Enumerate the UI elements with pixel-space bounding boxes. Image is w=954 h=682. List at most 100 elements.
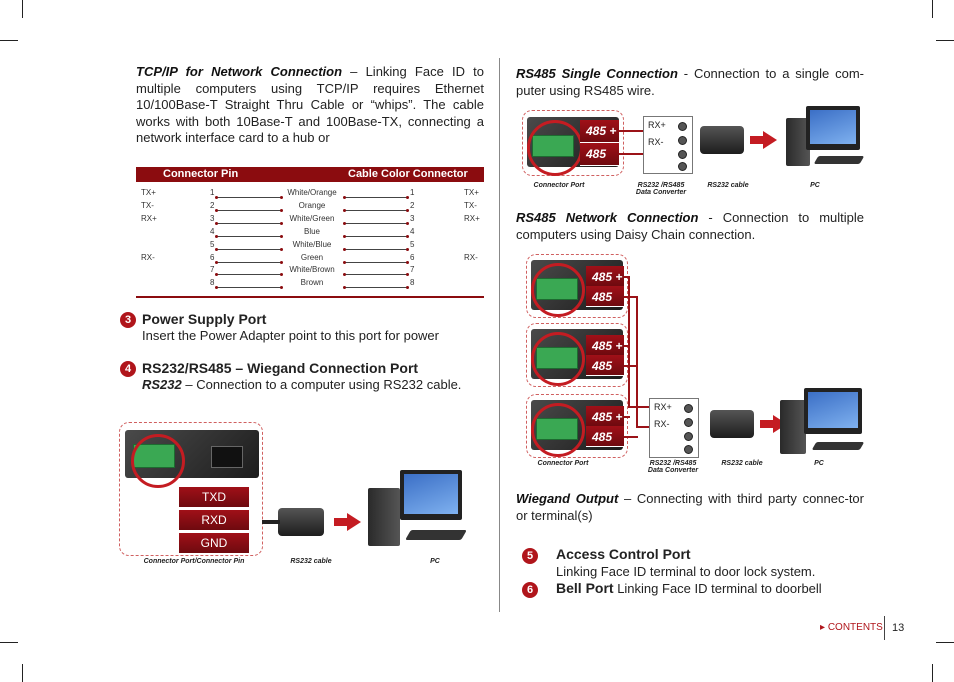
label-485-plus: 485 + — [586, 406, 624, 427]
left-signal: TX+ — [141, 188, 156, 197]
right-pin-number: 4 — [410, 226, 415, 236]
daisy-chain-wire — [636, 296, 638, 426]
wire-line — [215, 208, 283, 212]
converter-rx-minus: RX- — [648, 137, 664, 147]
access-control-text: Linking Face ID terminal to door lock sy… — [556, 564, 816, 579]
left-pin-number: 8 — [210, 278, 215, 288]
bell-port-line: Bell Port Linking Face ID terminal to do… — [556, 580, 822, 596]
right-pin-number: 6 — [410, 252, 415, 262]
rs485-wire — [619, 153, 643, 155]
access-control-title: Access Control Port — [556, 546, 691, 562]
right-signal: TX+ — [464, 188, 479, 197]
caption-converter: RS232 /RS485 Data Converter — [624, 182, 698, 196]
right-pin-number: 8 — [410, 278, 415, 288]
pin-gnd: GND — [178, 532, 250, 554]
converter-rx-minus: RX- — [654, 419, 670, 429]
label-485-plus: 485 + — [586, 266, 624, 287]
power-supply-text: Insert the Power Adapter point to this p… — [142, 328, 439, 343]
section-number-badge: 3 — [120, 312, 136, 328]
label-485-minus: 485 — — [586, 286, 624, 318]
pc-screen — [808, 392, 858, 428]
bell-port-text: Linking Face ID terminal to doorbell — [613, 581, 822, 596]
converter-rx-plus: RX+ — [648, 120, 666, 130]
wire-line — [343, 247, 409, 251]
highlight-ring — [131, 434, 185, 488]
wire-line — [215, 247, 283, 251]
caption-connector-port: Connector Port/Connector Pin — [143, 558, 245, 565]
pc-screen — [810, 110, 856, 144]
highlight-ring — [531, 263, 585, 317]
rs485-network-text: - Connection to multiple computers using… — [516, 210, 864, 242]
highlight-ring — [527, 120, 583, 176]
right-pin-number: 3 — [410, 213, 415, 223]
power-supply-title: Power Supply Port — [142, 311, 267, 327]
arrow-body — [334, 518, 348, 526]
footer-divider — [884, 616, 885, 640]
wire-line — [343, 286, 409, 290]
rs232-label: RS232 — [142, 377, 182, 392]
caption-converter-line2: Data Converter — [647, 467, 699, 474]
rs485-single-text: - Connection to a single com-puter using… — [516, 66, 864, 98]
caption-converter-line1: RS232 /RS485 — [637, 182, 685, 189]
left-signal: RX- — [141, 252, 155, 262]
wiegand-title: Wiegand Output — [516, 491, 619, 506]
wire-line — [343, 273, 409, 277]
rs232-rs485-title: RS232/RS485 – Wiegand Connection Port — [142, 360, 419, 376]
crop-mark — [22, 664, 23, 682]
caption-converter: RS232 /RS485 Data Converter — [636, 460, 710, 474]
right-pin-number: 2 — [410, 200, 415, 210]
screw-terminal — [678, 136, 687, 145]
left-pin-number: 7 — [210, 265, 215, 275]
highlight-ring — [531, 332, 585, 386]
left-signal: RX+ — [141, 213, 157, 223]
caption-converter-line2: Data Converter — [635, 189, 687, 196]
caption-rs232-cable: RS232 cable — [721, 460, 763, 467]
cable-color: Brown — [300, 278, 324, 288]
screw-terminal — [678, 122, 687, 131]
wire-line — [343, 208, 409, 212]
rs485-single-paragraph: RS485 Single Connection - Connection to … — [516, 66, 864, 99]
rs485-network-title: RS485 Network Connection — [516, 210, 699, 225]
caption-pc: PC — [810, 182, 820, 189]
rs232-device-frame — [119, 422, 263, 556]
daisy-chain-wire — [636, 426, 650, 428]
network-device-frame — [526, 323, 628, 387]
column-divider — [499, 58, 500, 612]
crop-mark — [936, 642, 954, 643]
left-pin-number: 3 — [210, 213, 215, 223]
wire-line — [343, 221, 409, 225]
wiegand-text: – Connecting with third party connec-tor… — [516, 491, 864, 523]
caption-rs232-cable: RS232 cable — [290, 558, 332, 565]
pc-keyboard-icon — [405, 530, 467, 540]
label-485-minus: 485 — — [586, 426, 624, 458]
label-485-plus: 485 + — [580, 120, 619, 143]
network-device-frame — [526, 394, 628, 458]
crop-mark — [22, 0, 23, 18]
pin-txd: TXD — [178, 486, 250, 508]
cable-color: White/Orange — [287, 188, 337, 197]
tcp-text: – Linking Face ID to multiple computers … — [136, 64, 484, 145]
pc-keyboard-icon — [813, 156, 865, 164]
label-485-minus: 485 — — [586, 355, 624, 387]
highlight-ring — [531, 403, 585, 457]
rs232-text: – Connection to a computer using RS232 c… — [181, 377, 462, 392]
left-pin-number: 5 — [210, 239, 215, 249]
rs485-wire — [624, 345, 630, 347]
left-pin-number: 6 — [210, 252, 215, 262]
contents-link[interactable]: ▸ CONTENTS — [820, 622, 883, 633]
rs232-cable-connector — [278, 508, 324, 536]
cable-color: White/Green — [289, 213, 335, 223]
pin-table-header: Connector Pin Cable Color Connector — [136, 167, 484, 182]
screw-terminal — [684, 432, 693, 441]
single-device-frame — [522, 110, 624, 176]
crop-mark — [0, 40, 18, 41]
converter-rx-plus: RX+ — [654, 402, 672, 412]
cable-color: Orange — [298, 200, 326, 210]
caption-connector-port: Connector Port — [537, 460, 589, 467]
rs232-cable-wire — [262, 520, 280, 524]
